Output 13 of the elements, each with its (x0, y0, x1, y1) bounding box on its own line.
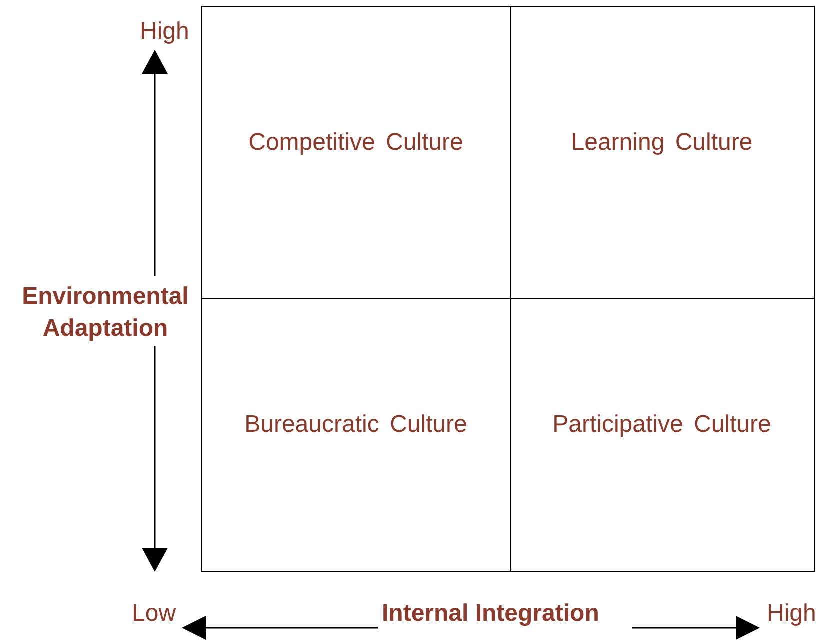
quadrant-label: Bureaucratic Culture (244, 410, 468, 438)
quadrant-cell (201, 298, 511, 572)
quadrant-cell (201, 6, 511, 299)
quadrant-cell (510, 298, 815, 572)
axis-end-label: High (767, 600, 816, 628)
quadrant-label: Learning Culture (571, 128, 753, 156)
axis-title: Environmental Adaptation (21, 282, 190, 344)
quadrant-label: Participative Culture (552, 410, 772, 438)
axis-end-label: High (140, 18, 190, 46)
axis-end-label: Low (132, 600, 176, 628)
axis-title: Internal Integration (382, 600, 600, 628)
quadrant-cell (510, 6, 815, 299)
quadrant-label: Competitive Culture (248, 128, 464, 156)
